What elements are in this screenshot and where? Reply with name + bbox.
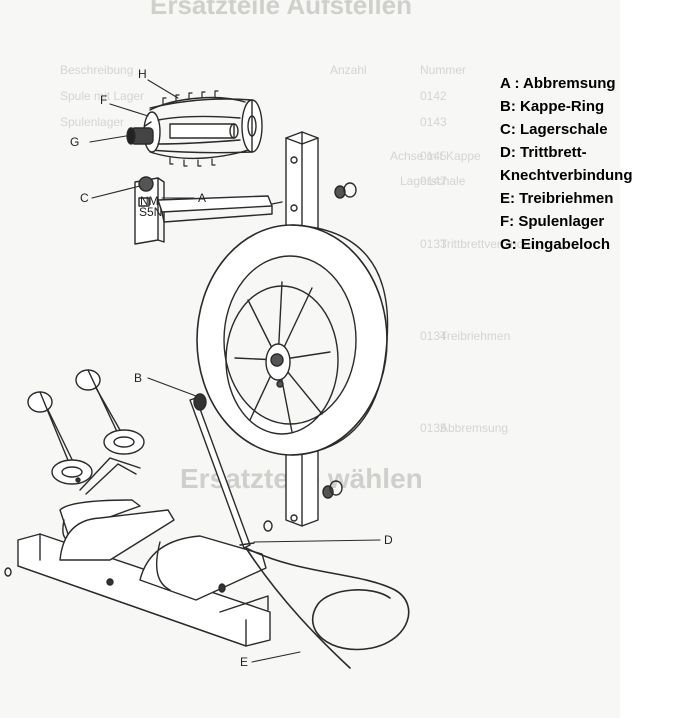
callout-f: F [100,93,107,107]
flyer-assembly [126,90,263,167]
faint-cell: 0135 [420,421,447,435]
faint-cell: 0133 [420,237,447,251]
callout-e: E [240,655,248,669]
faint-cell: Abbremsung [440,421,508,435]
part-mark-s5n: S5N [139,205,162,219]
legend-item-e: E: Treibriehmen [500,190,614,207]
faint-cell: Treibriehmen [440,329,510,343]
faint-heading-top: Ersatzteile Aufstellen [150,0,412,20]
spinning-wheel-exploded-diagram: Ersatzteile Aufstellen Ersatzteile wähle… [4,0,544,669]
callout-a: A [198,191,206,205]
callout-d: D [384,533,393,547]
faint-cell: Trittbrettverbindung [440,237,544,251]
legend-item-c: C: Lagerschale [500,121,608,138]
callout-g: G [70,135,79,149]
legend-item-b: B: Kappe-Ring [500,98,605,115]
faint-cell: Spulenlager [60,115,124,129]
lazy-kate [27,369,145,495]
faint-cell: 0142 [420,89,447,103]
faint-cell: Nummer [420,63,466,77]
faint-cell: 0134 [420,329,447,343]
legend-item-d: D: Trittbrett- [500,144,587,161]
faint-cell: Achse mit Kappe [390,149,481,163]
faint-cell: 0143 [420,115,447,129]
callout-c: C [80,191,89,205]
faint-cell: 0145 [420,149,447,163]
part-mark-nm: NM [140,194,159,208]
footman-rod [189,393,255,549]
faint-cell: Beschreibung [60,63,133,77]
bearing-bracket: NM S5N [134,176,283,245]
legend-item-d-cont: Knechtverbindung [500,167,633,184]
parts-legend: A : Abbremsung B: Kappe-Ring C: Lagersch… [500,72,678,256]
drive-band [245,547,410,669]
legend-item-a: A : Abbremsung [500,75,616,92]
faint-cell: Anzahl [330,63,367,77]
callout-leaders [89,79,381,663]
faint-cell: Spule mit Lager [60,89,144,103]
callout-b: B [134,371,142,385]
base-frame [4,499,273,647]
callout-labels: H F G C A B D E [70,67,393,669]
faint-cell: 0147 [420,174,447,188]
legend-item-g: G: Eingabeloch [500,236,611,253]
legend-item-f: F: Spulenlager [500,213,605,230]
drive-wheel [196,224,389,456]
faint-cell: Lagerschale [400,174,466,188]
callout-h: H [138,67,147,81]
